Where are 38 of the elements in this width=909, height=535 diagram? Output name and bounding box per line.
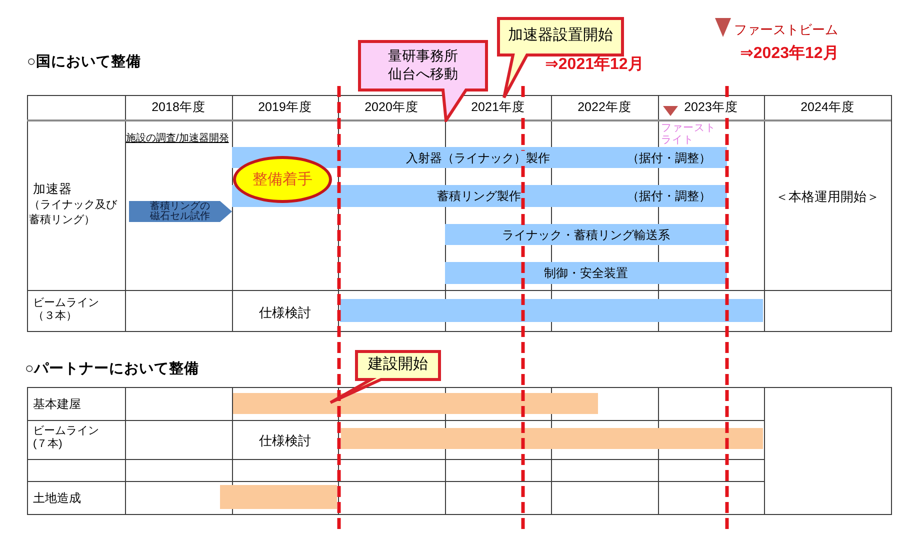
task-bar <box>233 393 598 414</box>
phase-text: 仕様検討 <box>259 305 311 321</box>
phase-text: 仕様検討 <box>259 433 311 449</box>
task-bar <box>445 262 727 284</box>
task-label: 蓄積リングの磁石セル試作 <box>149 202 211 222</box>
task-label: 入射器（ライナック）製作 <box>406 150 550 165</box>
callout-text: 加速器設置開始 <box>508 26 613 46</box>
year-header: 2019年度 <box>258 100 312 115</box>
row-label: 加速器 <box>33 182 72 197</box>
row-label: ビームライン（３本） <box>33 297 100 324</box>
year-header: 2020年度 <box>364 100 418 115</box>
task-bar <box>340 299 763 322</box>
year-header: 2021年度 <box>471 100 525 115</box>
task-bar <box>341 428 763 449</box>
year-header: 2022年度 <box>578 100 632 115</box>
year-header: 2023年度 <box>684 100 738 115</box>
section-heading: ○国において整備 <box>27 54 141 72</box>
annotation-text: ファーストライト <box>661 122 717 146</box>
row-label: 基本建屋 <box>33 397 81 412</box>
year-header: 2024年度 <box>800 100 854 115</box>
row-label: ビームライン(７本) <box>33 425 100 452</box>
task-bar <box>220 485 337 509</box>
milestone-text: ファーストビーム <box>734 22 838 38</box>
date-text: ⇒2023年12月 <box>740 44 839 64</box>
date-text: ⇒2021年12月 <box>545 56 644 74</box>
row-label: （ライナック及び蓄積リング） <box>29 198 118 228</box>
task-label: 蓄積リング製作 <box>437 188 521 204</box>
row-label: 土地造成 <box>33 491 81 506</box>
section-heading: ○パートナーにおいて整備 <box>25 361 199 378</box>
milestone-label: 整備着手 <box>252 170 312 188</box>
note-text: 施設の調査/加速器開発 <box>126 133 229 145</box>
task-bar <box>445 224 727 245</box>
year-header: 2018年度 <box>152 100 206 115</box>
task-label: 制御・安全装置 <box>544 266 628 280</box>
task-label: ライナック・蓄積リング輸送系 <box>502 227 670 242</box>
status-text: ＜本格運用開始＞ <box>776 189 880 205</box>
callout-text: 建設開始 <box>368 356 428 374</box>
callout-text: 量研事務所仙台へ移動 <box>387 48 459 82</box>
